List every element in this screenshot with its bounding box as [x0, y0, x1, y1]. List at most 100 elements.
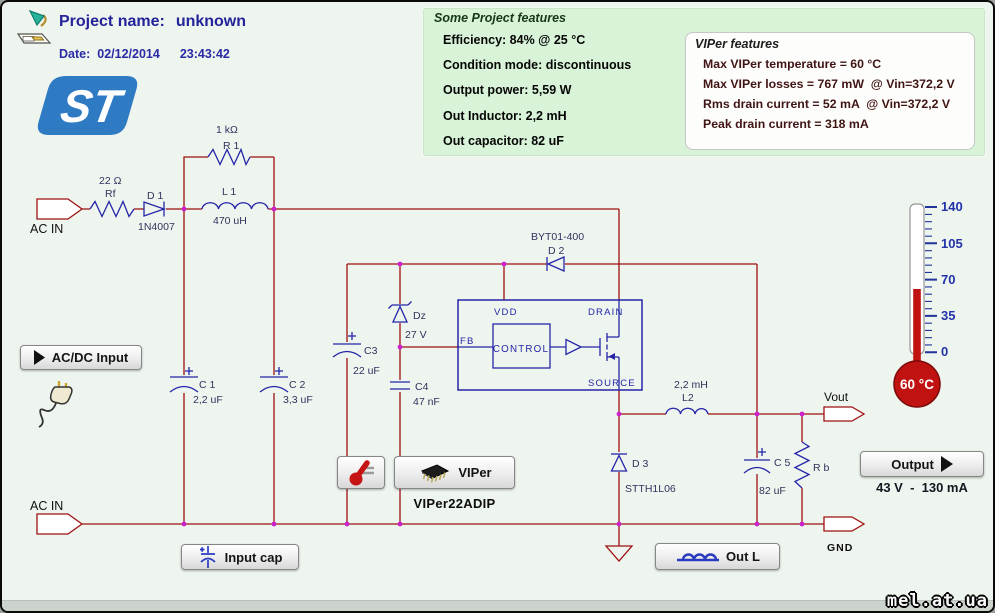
project-name-label: Project name:	[59, 13, 165, 30]
gnd-connector	[823, 516, 866, 532]
output-button[interactable]: Output	[860, 451, 984, 477]
play-icon	[940, 456, 953, 472]
rb-name-label: R b	[813, 462, 830, 474]
d3-name-label: D 3	[632, 458, 649, 470]
ac-in-top-label: AC IN	[30, 222, 63, 236]
ac-in-bottom-connector	[36, 513, 84, 535]
capacitor-icon	[199, 546, 216, 568]
c4-name-label: C4	[415, 381, 429, 393]
capacitor-c2-symbol	[259, 367, 289, 393]
vout-connector	[823, 406, 866, 422]
capacitor-c1-symbol	[169, 367, 199, 393]
pin-drain-label: DRAIN	[588, 307, 624, 318]
inductor-l1-symbol	[201, 202, 269, 210]
d1-name-label: D 1	[147, 190, 164, 202]
l2-value-label: 2,2 mH	[674, 379, 708, 391]
date-value: 02/12/2014	[97, 47, 160, 61]
capacitor-c3-symbol	[332, 332, 362, 358]
resistor-r1-symbol	[207, 147, 251, 167]
c2-value-label: 3,3 uF	[283, 394, 313, 406]
inductor-icon	[677, 553, 720, 562]
acdc-input-button[interactable]: AC/DC Input	[20, 345, 142, 370]
thermometer-gauge: 140 105 70 35 0 60 °C	[893, 199, 963, 408]
out-l-button-label: Out L	[726, 549, 760, 564]
thermometer-icon	[349, 460, 374, 486]
therm-value-label: 60 °C	[900, 377, 934, 392]
date-label: Date:	[59, 47, 91, 61]
acdc-input-button-label: AC/DC Input	[51, 350, 129, 365]
d3-part-label: STTH1L06	[625, 483, 676, 495]
dz-name-label: Dz	[413, 310, 426, 322]
watermark: mel.at.ua	[886, 591, 988, 611]
project-name-value: unknown	[175, 13, 247, 30]
therm-tick-105: 105	[941, 236, 963, 251]
capacitor-c5-symbol	[743, 448, 771, 474]
component-symbols	[89, 147, 811, 489]
viper-part-name: VIPer22ADIP	[413, 496, 496, 511]
d2-part-label: BYT01-400	[531, 231, 584, 243]
input-cap-button[interactable]: Input cap	[181, 544, 299, 570]
resistor-rb-symbol	[793, 441, 811, 489]
feature-output-power: Output power: 5,59 W	[443, 83, 572, 98]
project-lamp-icon	[16, 9, 52, 44]
c4-value-label: 47 nF	[413, 396, 440, 408]
viper-max-losses: Max VIPer losses = 767 mW @ Vin=372,2 V	[703, 77, 955, 91]
pin-vdd-label: VDD	[494, 307, 518, 318]
ground-symbol	[604, 545, 634, 562]
date-line: Date: 02/12/2014 23:43:42	[59, 47, 230, 61]
l2-name-label: L2	[682, 392, 694, 404]
capacitor-c4-symbol	[390, 381, 410, 390]
ac-in-bottom-label: AC IN	[30, 499, 63, 513]
time-value: 23:43:42	[179, 47, 230, 61]
c1-value-label: 2,2 uF	[193, 394, 223, 406]
therm-tick-70: 70	[941, 272, 955, 287]
r1-name-label: R 1	[223, 140, 240, 152]
c3-name-label: C3	[364, 345, 378, 357]
rf-name-label: Rf	[105, 188, 116, 200]
input-cap-button-label: Input cap	[224, 549, 283, 565]
l1-value-label: 470 uH	[213, 215, 247, 227]
play-icon	[33, 350, 45, 365]
feature-efficiency: Efficiency: 84% @ 25 °C	[443, 32, 586, 47]
therm-tick-140: 140	[941, 199, 963, 214]
viper-button-label: VIPer	[458, 465, 492, 480]
st-logo: ST	[37, 76, 138, 135]
viper-max-temperature: Max VIPer temperature = 60 °C	[703, 57, 882, 71]
diode-d3-symbol	[610, 453, 628, 472]
d2-name-label: D 2	[548, 245, 565, 257]
viper-features-panel: VIPer features Max VIPer temperature = 6…	[685, 32, 975, 150]
c5-name-label: C 5	[774, 457, 791, 469]
gnd-label: GND	[827, 542, 853, 554]
feature-condition-mode: Condition mode: discontinuous	[443, 58, 632, 73]
pin-source-label: SOURCE	[588, 378, 636, 389]
d1-part-label: 1N4007	[138, 221, 175, 233]
therm-tick-0: 0	[941, 344, 948, 359]
out-l-button[interactable]: Out L	[655, 543, 780, 570]
thermometer-button[interactable]	[337, 456, 385, 489]
ac-in-top-connector	[36, 198, 84, 220]
viper-button[interactable]: VIPer	[394, 456, 515, 489]
output-rating: 43 V - 130 mA	[876, 480, 968, 495]
ic-pin-labels: VDD DRAIN FB SOURCE CONTROL	[460, 307, 636, 389]
viper-rms-drain-current: Rms drain current = 52 mA @ Vin=372,2 V	[703, 97, 951, 111]
st-logo-text: ST	[57, 80, 129, 132]
zener-dz-symbol	[388, 301, 412, 323]
c1-name-label: C 1	[199, 379, 216, 391]
diode-d1-symbol	[143, 201, 166, 217]
c3-value-label: 22 uF	[353, 365, 380, 377]
dz-value-label: 27 V	[405, 329, 427, 341]
c2-name-label: C 2	[289, 379, 306, 391]
inductor-l2-symbol	[665, 407, 709, 415]
control-label: CONTROL	[493, 344, 549, 355]
rf-value-label: 22 Ω	[99, 175, 122, 187]
pin-fb-label: FB	[460, 336, 475, 347]
project-name-line: Project name: unknown	[59, 13, 246, 31]
plug-icon	[38, 381, 73, 428]
project-features-title: Some Project features	[434, 11, 566, 25]
therm-tick-35: 35	[941, 308, 955, 323]
feature-out-capacitor: Out capacitor: 82 uF	[443, 134, 564, 149]
bottom-edge-strip	[2, 600, 993, 611]
c5-value-label: 82 uF	[759, 485, 786, 497]
vout-label: Vout	[824, 390, 849, 404]
